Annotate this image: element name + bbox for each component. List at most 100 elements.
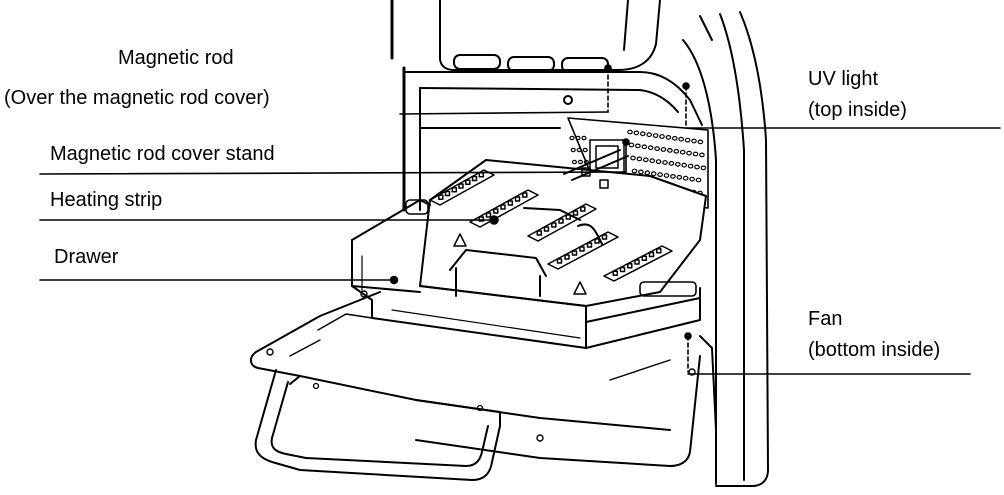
vent-hole	[636, 156, 643, 162]
control-button-1	[453, 54, 501, 70]
vent-hole	[660, 147, 667, 152]
vent-hole	[678, 136, 685, 142]
vent-hole	[676, 174, 683, 180]
heating-well	[507, 200, 514, 206]
vent-hole	[679, 149, 686, 155]
heating-well	[601, 234, 608, 240]
vent-hole	[699, 152, 705, 158]
vent-hole	[700, 165, 707, 171]
vent-hole	[659, 134, 665, 139]
vent-hole	[633, 130, 640, 136]
vent-hole	[576, 147, 582, 153]
heating-well	[485, 212, 492, 218]
vent-hole	[687, 163, 694, 169]
vent-hole	[674, 161, 681, 167]
heating-well	[493, 208, 499, 214]
vent-hole	[657, 172, 663, 178]
vent-hole	[570, 147, 576, 153]
vent-hole	[652, 133, 659, 139]
label-fan-note: (bottom inside)	[808, 339, 941, 361]
label-magnetic-rod-note: (Over the magnetic rod cover)	[4, 87, 270, 109]
heating-well	[564, 254, 570, 260]
label-drawer: Drawer	[54, 246, 119, 268]
heating-well	[571, 250, 578, 256]
vent-hole	[673, 148, 680, 154]
label-uv-light: UV light	[808, 68, 879, 90]
heating-well	[514, 196, 521, 202]
drawer-base-plate	[250, 290, 717, 481]
vent-hole	[692, 151, 699, 157]
vent-hole	[571, 159, 578, 165]
leader-magnetic-rod-cover-stand	[39, 171, 627, 175]
heating-well	[656, 248, 662, 254]
vent-hole	[575, 135, 581, 141]
heating-well	[536, 230, 543, 236]
heating-well	[594, 238, 600, 244]
vent-hole	[644, 170, 651, 176]
heating-well	[612, 270, 619, 277]
control-button-2	[507, 56, 555, 72]
heating-well	[458, 183, 464, 189]
heating-well	[558, 218, 564, 224]
drawer-tray	[405, 149, 707, 307]
vent-hole	[630, 155, 636, 161]
label-magnetic-rod: Magnetic rod	[118, 47, 234, 69]
heating-well	[619, 266, 626, 273]
vent-hole	[649, 158, 656, 164]
housing-right-side	[682, 11, 769, 487]
vent-hole	[671, 135, 678, 141]
vent-hole	[581, 135, 587, 141]
vent-hole	[655, 159, 662, 165]
heating-well	[627, 263, 633, 269]
vent-hole	[668, 160, 675, 166]
vent-hole	[667, 147, 673, 153]
vent-hole	[627, 129, 633, 135]
vent-hole	[631, 168, 638, 174]
pointer-dot-heating-strip	[489, 215, 499, 225]
vent-hole	[647, 145, 654, 151]
heating-well	[586, 242, 593, 248]
vent-hole	[582, 147, 588, 153]
leader-lines	[39, 64, 1001, 375]
heating-well	[556, 258, 563, 264]
label-heating-strip: Heating strip	[50, 189, 163, 211]
vent-hole	[697, 139, 704, 145]
heating-well	[471, 175, 478, 182]
vent-hole	[641, 144, 648, 150]
vent-hole	[642, 157, 649, 163]
heating-well	[551, 222, 557, 228]
heating-well	[634, 259, 640, 265]
vent-hole	[684, 137, 691, 143]
heating-well	[478, 216, 485, 222]
vent-hole	[665, 134, 672, 140]
heating-well	[580, 206, 586, 212]
heating-well	[572, 210, 579, 216]
heating-well	[465, 179, 471, 186]
heating-well	[444, 190, 451, 197]
vent-hole	[689, 176, 695, 182]
vent-hole	[577, 159, 584, 165]
vent-hole	[670, 173, 676, 179]
heating-well	[438, 194, 444, 201]
heating-well	[579, 246, 585, 252]
vent-hole	[681, 162, 688, 168]
vent-hole	[639, 131, 646, 137]
heating-well	[500, 204, 506, 210]
vent-hole	[686, 150, 692, 156]
vent-hole	[646, 132, 653, 138]
heating-well	[451, 187, 458, 193]
label-magnetic-rod-cover-stand: Magnetic rod cover stand	[50, 143, 275, 165]
heating-well	[522, 192, 528, 198]
vent-hole	[650, 171, 657, 177]
vent-hole	[628, 142, 635, 148]
heating-well	[543, 226, 550, 232]
heating-well	[641, 255, 648, 262]
pointer-dot-drawer	[389, 275, 399, 285]
frame-screw	[563, 95, 573, 105]
vent-hole	[638, 169, 644, 175]
vent-hole	[662, 160, 668, 165]
label-uv-light-note: (top inside)	[808, 99, 907, 121]
vent-hole	[691, 138, 697, 144]
top-display-unit	[390, 0, 661, 73]
